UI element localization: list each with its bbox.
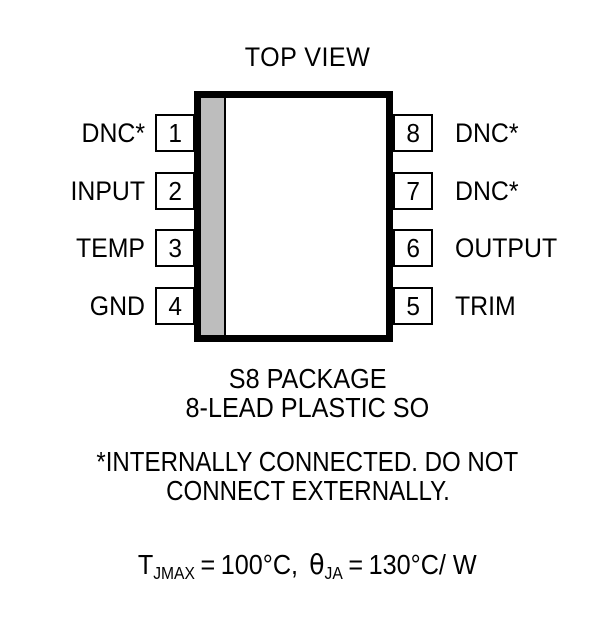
tjmax-subscript: JMAX [153,562,196,583]
pin-box-6: 6 [393,229,433,267]
tjmax-equals: = [200,549,216,580]
pin-box-3: 3 [155,229,195,267]
pin-label-1: DNC* [81,118,145,148]
page-title: TOP VIEW [0,44,615,71]
tjmax-symbol: T [138,549,154,580]
pin-number-2: 2 [168,176,182,206]
theta-subscript: JA [324,562,344,583]
pin-number-1: 1 [168,118,182,148]
pin-number-4: 4 [168,291,182,321]
pin-number-7: 7 [406,176,420,206]
theta-equals: = [348,549,364,580]
pin-box-8: 8 [393,114,433,152]
tjmax-value: 100°C, [220,549,299,580]
pin-box-7: 7 [393,172,433,210]
pin1-orientation-band [201,98,226,335]
thermal-data-formula: TJMAX=100°C,θJA=130°C/ W [0,548,615,585]
package-body [194,91,393,342]
pin-box-2: 2 [155,172,195,210]
pin-label-5: TRIM [455,291,516,321]
pin-label-6: OUTPUT [455,233,558,263]
pin-number-6: 6 [406,233,420,263]
footnote-line-2: CONNECT EXTERNALLY. [165,475,450,506]
theta-symbol: θ [309,548,325,581]
pin-number-3: 3 [168,233,182,263]
pin-label-2: INPUT [70,176,145,206]
pin-label-8: DNC* [455,118,519,148]
pin-box-4: 4 [155,287,195,325]
package-name: S8 PACKAGE [228,363,387,394]
pin-box-1: 1 [155,114,195,152]
pin-label-7: DNC* [455,176,519,206]
top-view-label: TOP VIEW [244,42,371,72]
pin-label-4: GND [89,291,145,321]
pin-number-8: 8 [406,118,420,148]
theta-value: 130°C/ W [368,549,477,580]
pin-label-3: TEMP [75,233,145,263]
package-description: 8-LEAD PLASTIC SO [185,392,430,423]
footnote-line-1: *INTERNALLY CONNECTED. DO NOT [96,446,519,477]
pin-number-5: 5 [406,291,420,321]
pin-box-5: 5 [393,287,433,325]
